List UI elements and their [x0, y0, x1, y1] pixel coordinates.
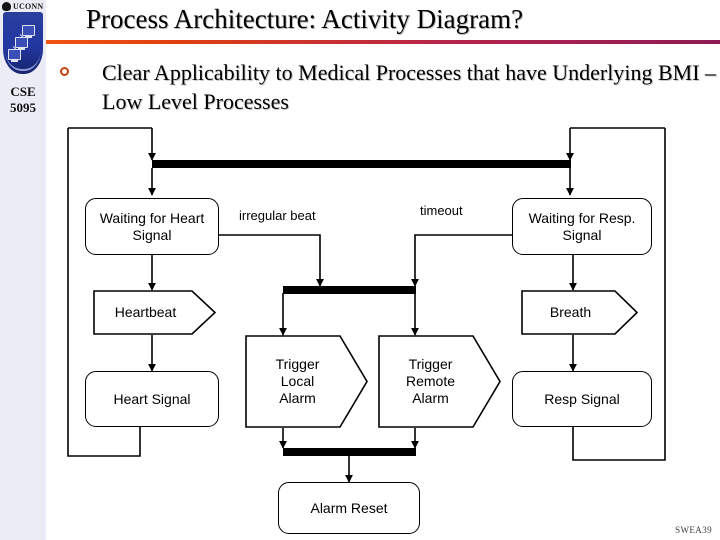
uconn-wordmark-text: UCONN	[13, 2, 44, 11]
uconn-wordmark: UCONN	[2, 1, 46, 12]
node-resp-signal[interactable]: Resp Signal	[512, 371, 652, 427]
node-label: Waiting for Resp. Signal	[528, 209, 636, 243]
bullet-marker-icon	[60, 67, 69, 76]
node-waiting-resp-signal[interactable]: Waiting for Resp. Signal	[512, 198, 652, 255]
node-label: Resp Signal	[544, 390, 620, 407]
course-label: CSE 5095	[0, 84, 46, 116]
slide-footer: SWEA39	[675, 525, 712, 535]
node-label: Heart Signal	[113, 390, 191, 407]
course-code: CSE	[10, 84, 36, 99]
pentagon-shape-icon	[93, 290, 216, 335]
title-divider	[46, 40, 720, 44]
node-label: Alarm Reset	[310, 499, 388, 516]
node-waiting-heart-signal[interactable]: Waiting for Heart Signal	[85, 198, 219, 255]
node-heart-signal[interactable]: Heart Signal	[85, 371, 219, 427]
node-alarm-reset[interactable]: Alarm Reset	[278, 482, 420, 534]
edge-label-timeout: timeout	[420, 203, 463, 218]
pentagon-shape-icon	[521, 290, 638, 335]
slide-title: Process Architecture: Activity Diagram?	[86, 4, 524, 34]
bullet-item-text: Clear Applicability to Medical Processes…	[102, 60, 717, 114]
shield-logo-icon	[3, 12, 43, 74]
fork-bar-top	[152, 160, 571, 168]
node-label: Waiting for Heart Signal	[99, 209, 205, 243]
husky-logo-icon	[2, 2, 11, 11]
node-trigger-local-alarm[interactable]: Trigger Local Alarm	[245, 335, 368, 428]
course-number: 5095	[10, 100, 36, 115]
node-breath[interactable]: Breath	[521, 290, 638, 335]
node-heartbeat[interactable]: Heartbeat	[93, 290, 216, 335]
join-bar-bottom	[283, 448, 416, 456]
pentagon-shape-icon	[245, 335, 368, 428]
pentagon-shape-icon	[378, 335, 501, 428]
fork-bar-middle	[283, 286, 416, 294]
slide-sidebar: UCONN CSE 5095	[0, 0, 46, 540]
edge-label-irregular-beat: irregular beat	[239, 208, 316, 223]
node-trigger-remote-alarm[interactable]: Trigger Remote Alarm	[378, 335, 501, 428]
